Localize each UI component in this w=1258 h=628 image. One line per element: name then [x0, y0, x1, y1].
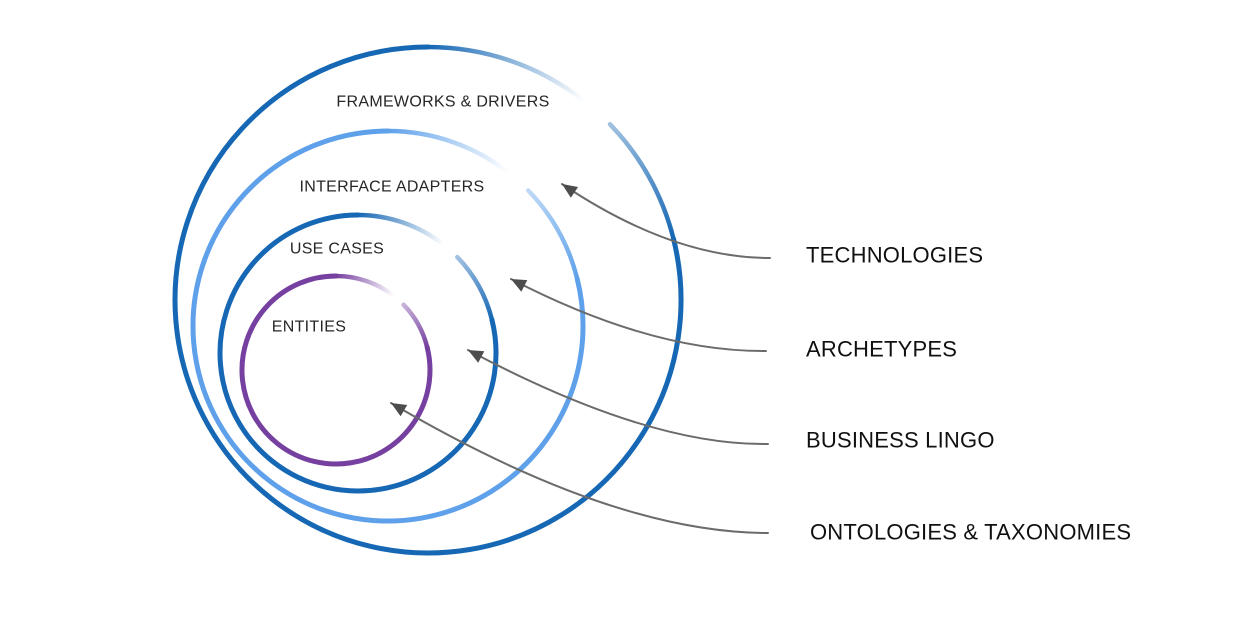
leader-line-archetypes	[510, 278, 767, 353]
ring-arc-frameworks-drivers	[172, 44, 684, 556]
annotation-business-lingo	[467, 349, 769, 446]
ring-arc-resume-entities	[401, 302, 430, 350]
ring-frameworks-drivers	[172, 44, 684, 556]
annotation-label-technologies: TECHNOLOGIES	[806, 243, 983, 268]
arrowhead-icon-ontologies-taxonomies	[391, 403, 408, 417]
ring-label-entities: ENTITIES	[272, 319, 346, 336]
annotation-label-ontologies-taxonomies: ONTOLOGIES & TAXONOMIES	[810, 520, 1131, 545]
leader-line-business-lingo	[467, 349, 769, 446]
ring-arc-fade-interface-adapters	[385, 128, 511, 175]
arrowhead-icon-technologies	[562, 184, 579, 198]
ring-use-cases	[217, 212, 499, 494]
annotation-ontologies-taxonomies	[390, 402, 769, 534]
ring-label-frameworks-drivers: FRAMEWORKS & DRIVERS	[336, 94, 549, 111]
annotation-label-archetypes: ARCHETYPES	[806, 337, 957, 362]
ring-arc-fade-frameworks-drivers	[425, 44, 587, 103]
leader-line-technologies	[561, 183, 771, 259]
ring-arc-resume-interface-adapters	[526, 188, 580, 282]
ring-label-use-cases: USE CASES	[290, 241, 384, 258]
ring-interface-adapters	[190, 128, 586, 524]
ring-label-interface-adapters: INTERFACE ADAPTERS	[300, 179, 485, 196]
arrowhead-icon-business-lingo	[468, 350, 485, 363]
leader-line-ontologies-taxonomies	[390, 402, 769, 534]
ring-arc-resume-use-cases	[455, 254, 495, 322]
ring-arc-use-cases	[217, 212, 499, 494]
ring-arc-interface-adapters	[190, 128, 586, 524]
ring-arc-fade-use-cases	[355, 212, 446, 247]
ring-arc-fade-entities	[333, 273, 397, 299]
ring-arc-resume-frameworks-drivers	[607, 122, 676, 242]
ring-entities	[239, 273, 433, 467]
arrowhead-icon-archetypes	[511, 279, 528, 292]
annotation-technologies	[561, 183, 771, 259]
annotation-archetypes	[510, 278, 767, 353]
annotation-label-business-lingo: BUSINESS LINGO	[806, 428, 995, 453]
